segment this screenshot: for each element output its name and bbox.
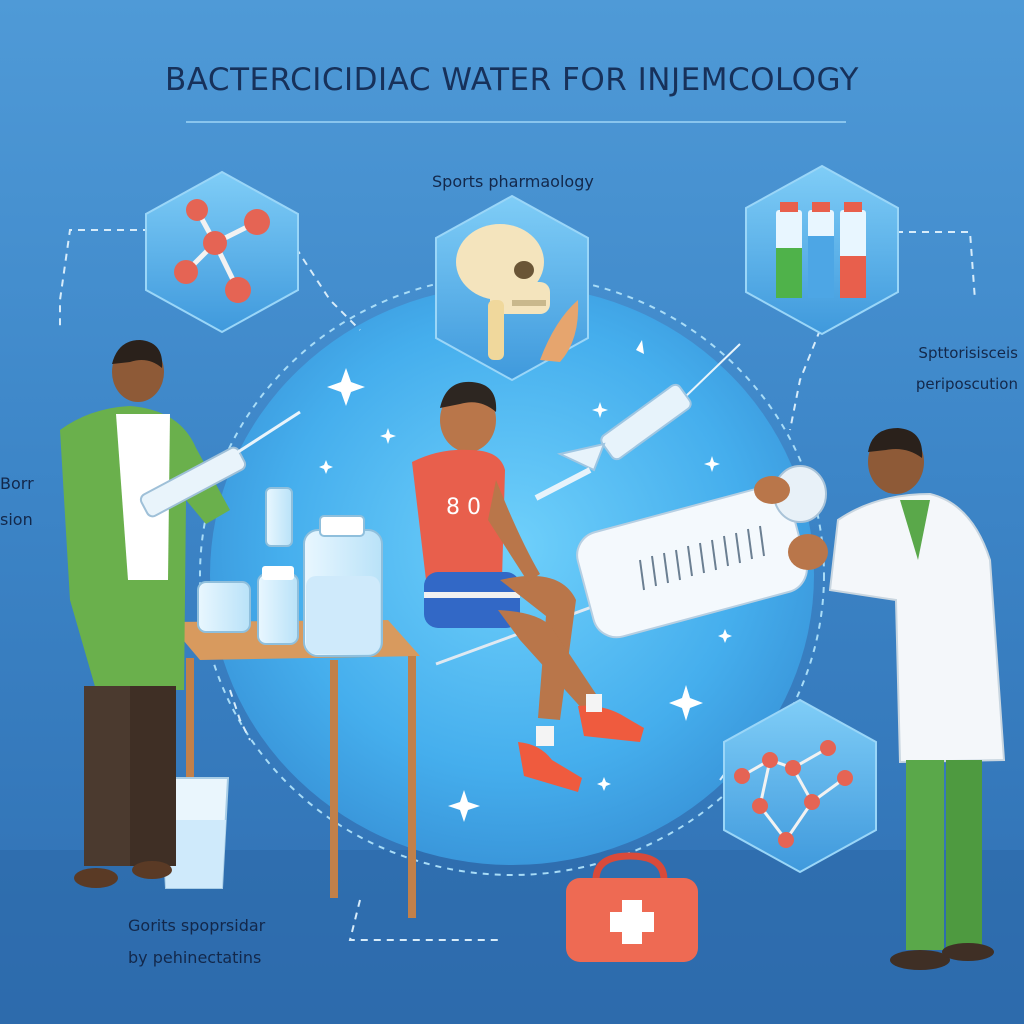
molecule-icon xyxy=(174,199,270,303)
network-icon xyxy=(734,740,853,848)
left-caption: Borr sion xyxy=(0,466,34,538)
skull-icon xyxy=(456,224,579,362)
right-caption: Spttorisisceis periposcution xyxy=(916,338,1018,400)
sparkle-icon xyxy=(319,340,732,822)
first-aid-kit-icon xyxy=(566,852,698,962)
table-bottles xyxy=(197,487,383,657)
right-caption-line1: Spttorisisceis xyxy=(918,344,1018,362)
page-title: BACTERCICIDIAC WATER FOR INJEMCOLOGY xyxy=(165,62,859,98)
vials-hexagon xyxy=(745,164,899,336)
left-caption-line1: Borr xyxy=(0,474,34,493)
title-underline xyxy=(186,121,846,123)
right-doctor xyxy=(754,428,1006,970)
water-glass xyxy=(158,777,230,889)
left-caption-line2: sion xyxy=(0,510,33,529)
network-hexagon xyxy=(723,698,877,874)
jersey-number: 8 0 xyxy=(446,495,481,520)
bottom-caption-line1: Gorits spoprsidar xyxy=(128,916,266,935)
syringe-icon xyxy=(534,343,741,501)
skull-hexagon xyxy=(435,194,589,382)
molecule-hexagon xyxy=(145,170,299,334)
right-caption-line2: periposcution xyxy=(915,375,1018,393)
bottom-caption-line2: by pehinectatins xyxy=(128,948,262,967)
left-pharmacist xyxy=(60,340,301,888)
vials-icon xyxy=(776,202,866,298)
sports-pharmacology-label: Sports pharmaology xyxy=(432,172,594,191)
athlete-figure: 8 0 xyxy=(412,381,644,792)
bottom-caption: Gorits spoprsidar by pehinectatins xyxy=(128,910,265,974)
large-syringe xyxy=(435,465,827,666)
